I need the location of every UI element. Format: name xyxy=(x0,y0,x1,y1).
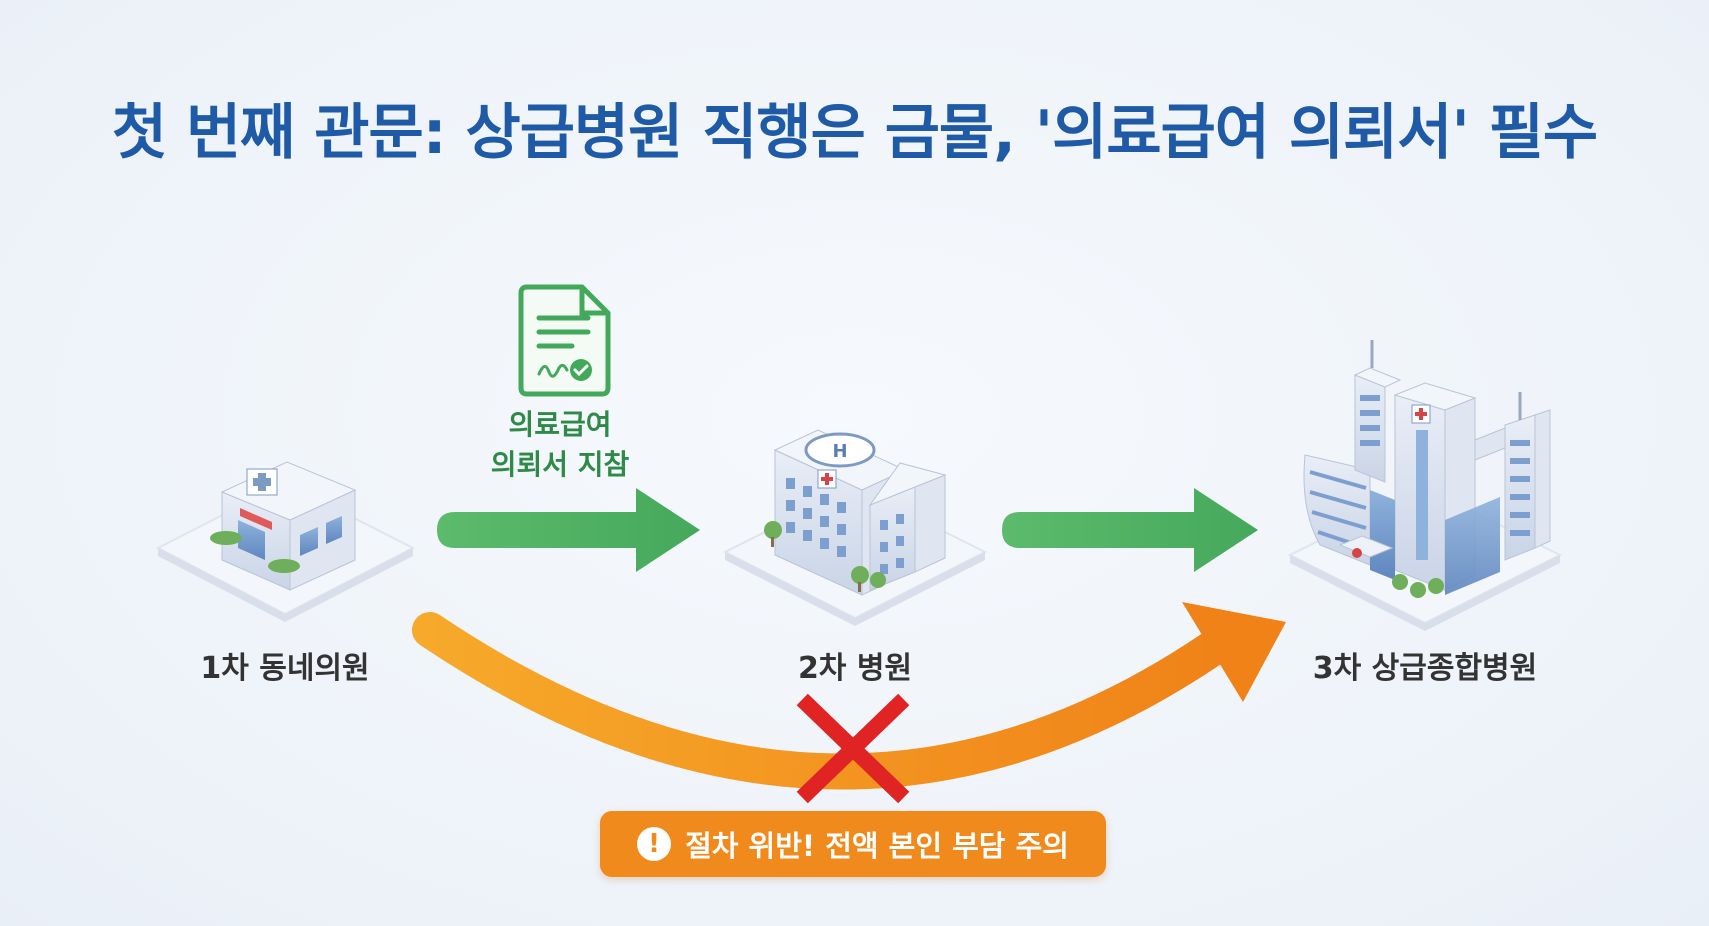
referral-document-icon xyxy=(518,284,611,397)
arrow-clinic-to-hospital xyxy=(437,488,700,572)
document-label-line2: 의뢰서 지참 xyxy=(490,448,630,481)
prohibited-cross-icon xyxy=(796,693,910,804)
exclamation-icon: ! xyxy=(637,827,672,861)
node-label-hospital: 2차 병원 xyxy=(797,651,913,686)
tertiary-hospital-complex-icon xyxy=(1287,340,1563,631)
page-title: 첫 번째 관문: 상급병원 직행은 금물, '의료급여 의뢰서' 필수 xyxy=(111,98,1598,168)
node-label-clinic: 1차 동네의원 xyxy=(200,651,370,686)
referral-document-label: 의료급여 의뢰서 지참 xyxy=(440,405,680,485)
clinic-building-icon xyxy=(155,461,416,622)
document-label-line1: 의료급여 xyxy=(508,408,612,441)
warning-text: 절차 위반! 전액 본인 부담 주의 xyxy=(685,829,1069,863)
hospital-building-icon: H xyxy=(722,429,988,626)
node-label-tertiary-hospital: 3차 상급종합병원 xyxy=(1312,651,1538,686)
arrow-hospital-to-tertiary xyxy=(1002,488,1258,572)
svg-text:H: H xyxy=(832,441,847,462)
warning-banner: ! 절차 위반! 전액 본인 부담 주의 xyxy=(600,811,1106,877)
